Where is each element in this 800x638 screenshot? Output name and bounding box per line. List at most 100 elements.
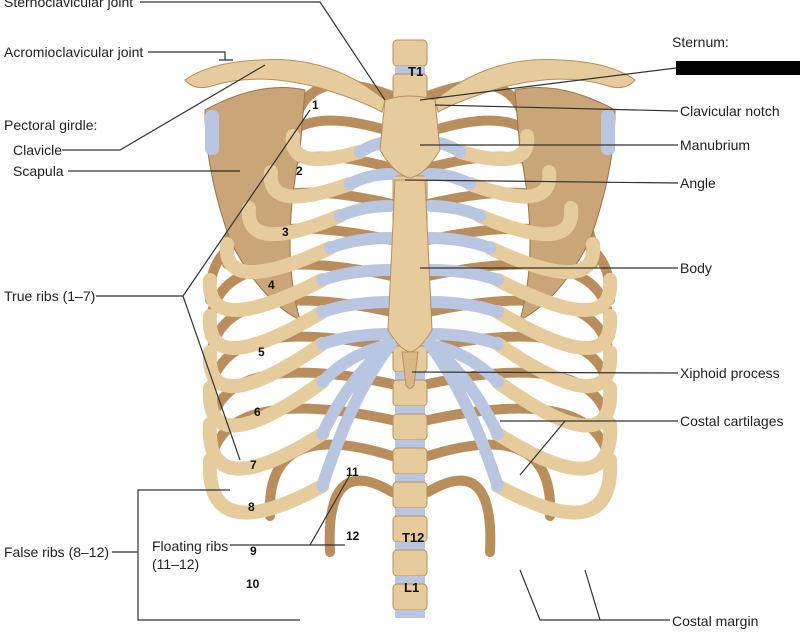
intervertebral-disc (395, 440, 425, 448)
leader-acromioclavicular (148, 51, 233, 61)
leader-floating-ribs (230, 474, 351, 546)
leader-suprasternal (419, 67, 677, 101)
costal-cartilage (316, 296, 396, 318)
rib-number-3: 3 (282, 225, 289, 239)
costal-cartilage (424, 328, 504, 350)
costal-cartilage (323, 232, 396, 254)
anterior-rib (202, 305, 330, 355)
costal-cartilage (343, 168, 396, 190)
label-scapula: Scapula (13, 163, 64, 179)
leader-costal-margin (519, 569, 670, 621)
vertebra (392, 549, 428, 577)
label-sternoclavicular-joint: Sternoclavicular joint (4, 0, 134, 10)
vertebra (392, 447, 428, 475)
anterior-rib (263, 165, 357, 204)
anterior-rib (453, 129, 535, 167)
intervertebral-disc (395, 610, 425, 618)
left-clavicle (184, 59, 386, 113)
vertebra (392, 413, 428, 441)
anterior-rib (219, 237, 337, 279)
costal-cartilage (424, 168, 477, 190)
vertebra-t1-label: T1 (408, 64, 424, 79)
leader-true-ribs (96, 109, 311, 461)
intervertebral-disc (395, 66, 425, 74)
right-glenoid-cartilage (601, 110, 615, 155)
label-floating-ribs-range: (11–12) (152, 556, 200, 572)
leader-sternoclavicular (140, 1, 386, 101)
costal-cartilage (316, 328, 396, 350)
costal-cartilage (316, 264, 396, 286)
label-clavicle: Clavicle (13, 142, 63, 158)
costal-cartilage (316, 339, 396, 492)
anterior-rib (490, 273, 618, 317)
rib-number-8: 8 (248, 500, 255, 514)
rib-number-1: 1 (312, 98, 319, 112)
anterior-rib (490, 305, 618, 355)
posterior-rib (324, 475, 397, 557)
anterior-ribs (202, 129, 618, 520)
intervertebral-disc (395, 474, 425, 482)
rib-number-11: 11 (346, 465, 359, 479)
leader-false-ribs (112, 489, 300, 621)
vertebra-t12-label: T12 (402, 530, 425, 545)
anterior-rib (483, 237, 601, 279)
costal-cartilage (424, 339, 504, 492)
left-scapula (204, 87, 306, 321)
anterior-rib (490, 417, 618, 476)
anterior-rib (490, 337, 618, 393)
label-body: Body (680, 260, 712, 276)
anterior-rib (241, 201, 347, 242)
anterior-rib (473, 201, 579, 242)
rib-number-12: 12 (346, 529, 360, 543)
costal-cartilage (333, 200, 396, 222)
rib-number-10: 10 (246, 577, 260, 591)
anterior-rib (202, 417, 330, 476)
label-xiphoid-process: Xiphoid process (680, 365, 780, 381)
intervertebral-disc (395, 406, 425, 414)
left-glenoid-cartilage (205, 110, 219, 155)
leader-clavicle (62, 64, 266, 151)
anterior-rib (490, 375, 618, 433)
leader-angle (404, 179, 679, 184)
anterior-rib (202, 273, 330, 317)
leader-clavicular-notch (434, 104, 679, 112)
rib-number-4: 4 (268, 278, 275, 292)
anterior-rib (202, 375, 330, 433)
posterior-rib (423, 475, 496, 557)
leader-xiphoid (411, 371, 679, 374)
rib-number-6: 6 (254, 405, 261, 419)
right-scapula (514, 87, 616, 321)
rib-number-9: 9 (250, 544, 257, 558)
anterior-rib (463, 165, 557, 204)
costal-cartilage (424, 264, 504, 286)
vertebra (392, 39, 428, 67)
costal-cartilage (424, 232, 497, 254)
rib-number-5: 5 (258, 345, 265, 359)
leader-lines (62, 1, 679, 621)
label-costal-margin: Costal margin (672, 613, 759, 629)
manubrium (379, 95, 441, 179)
label-costal-cartilages: Costal cartilages (680, 413, 784, 429)
label-manubrium: Manubrium (680, 137, 751, 153)
sternum-body (387, 179, 433, 353)
rib-number-2: 2 (296, 164, 303, 178)
intervertebral-disc (395, 576, 425, 584)
costal-cartilage (424, 296, 504, 318)
redacted-label (676, 61, 800, 75)
label-true-ribs: True ribs (1–7) (4, 288, 96, 304)
label-pectoral-girdle: Pectoral girdle: (4, 117, 98, 133)
label-floating-ribs: Floating ribs (152, 538, 229, 554)
anterior-rib (285, 129, 367, 167)
label-false-ribs: False ribs (8–12) (4, 544, 110, 560)
label-acromioclavicular-joint: Acromioclavicular joint (4, 44, 144, 60)
rib-number-7: 7 (250, 458, 257, 472)
anterior-rib (490, 453, 618, 520)
vertebra-l1-label: L1 (404, 580, 420, 595)
xiphoid-process (401, 351, 419, 389)
costal-cartilage (424, 200, 487, 222)
leader-costal-cartilages (500, 420, 678, 476)
label-clavicular-notch: Clavicular notch (680, 103, 780, 119)
label-sternum: Sternum: (672, 34, 729, 50)
